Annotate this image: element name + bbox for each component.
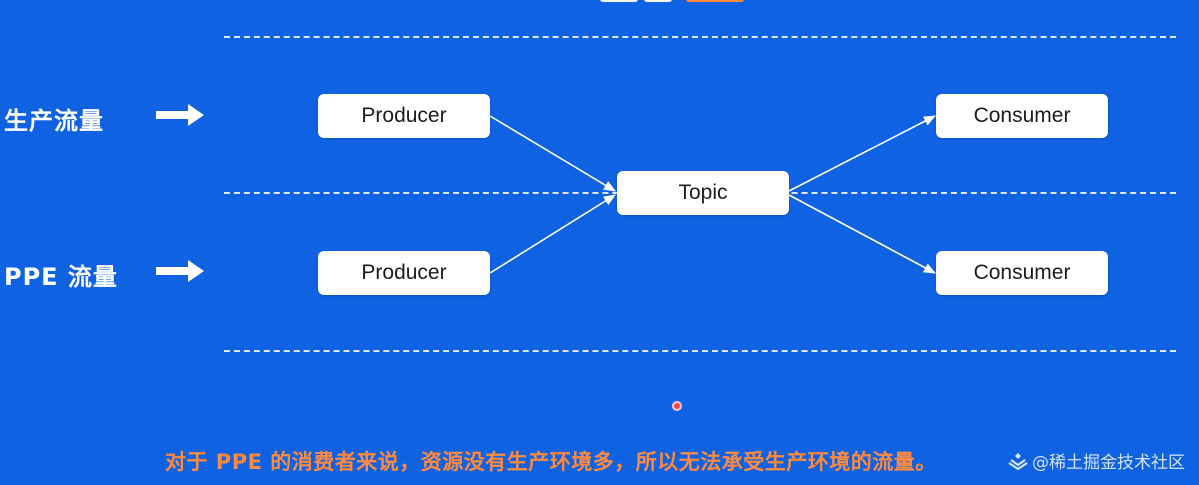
node-consumer-top: Consumer (936, 94, 1108, 138)
cropped-title-part (600, 0, 638, 2)
right-arrow-icon (156, 260, 204, 282)
watermark-text: @稀土掘金技术社区 (1032, 453, 1185, 473)
edge-topic-to-consumer-top (788, 115, 936, 192)
watermark: @稀土掘金技术社区 (1008, 448, 1185, 473)
caption-text: 对于 PPE 的消费者来说，资源没有生产环境多，所以无法承受生产环境的流量。 (165, 450, 937, 474)
edge-producer-top-to-topic (489, 115, 616, 192)
cropped-title-part (644, 0, 672, 2)
node-consumer-bottom: Consumer (936, 251, 1108, 295)
edge-producer-bottom-to-topic (489, 194, 616, 274)
pointer-dot (672, 401, 682, 411)
lane-divider-bottom (224, 350, 1176, 352)
row-label-ppe: PPE 流量 (4, 263, 118, 291)
edge-topic-to-consumer-bottom (788, 194, 936, 274)
node-topic: Topic (617, 171, 789, 215)
cropped-title-highlight (686, 0, 744, 2)
row-label-production: 生产流量 (4, 107, 104, 135)
cropped-title-fragment (600, 0, 750, 6)
node-producer-bottom: Producer (318, 251, 490, 295)
right-arrow-icon (156, 104, 204, 126)
juejin-logo-icon (1008, 452, 1028, 470)
lane-divider-top (224, 36, 1176, 38)
node-producer-top: Producer (318, 94, 490, 138)
